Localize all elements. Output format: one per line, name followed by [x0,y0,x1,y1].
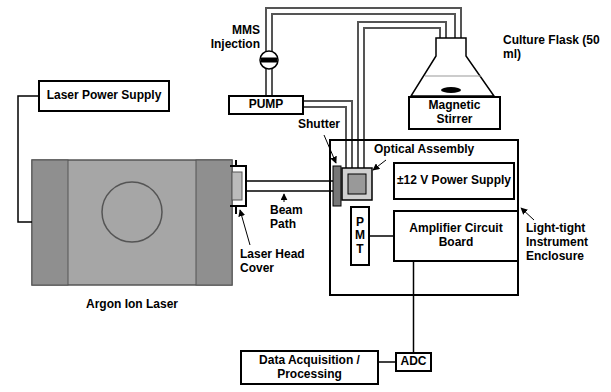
culture-flask [411,38,494,96]
amplifier-box: Amplifier Circuit Board [393,210,519,262]
node-label: Laser Power Supply [47,89,162,103]
connector-line [379,361,395,363]
part-label: MMS Injection [196,24,260,52]
node-label: Data Acquisition / Processing [242,354,377,382]
power-supply-box: Laser Power Supply [38,80,170,112]
node-label: Argon Ion Laser [86,298,178,312]
pump-box: PUMP [228,95,304,115]
node-label: ±12 V Power Supply [397,174,511,188]
node-label: PMT [354,216,366,256]
node-label: PUMP [249,98,284,112]
shutter [333,166,341,206]
connector-line [370,235,393,237]
part-label: Culture Flask (50 ml) [503,34,603,62]
connector-line [18,96,38,222]
argon-laser-body [32,160,242,285]
daq-box: Data Acquisition / Processing [240,350,379,385]
injection-valve [260,51,278,69]
laser-head-cover [230,160,246,214]
beam-path [246,181,333,191]
node-label: ADC [401,355,427,369]
connector-line [413,262,415,352]
part-label: Laser Head Cover [240,248,320,276]
part-label: Light-tight Instrument Enclosure [526,222,608,263]
node-label: Magnetic Stirrer [410,99,499,127]
stirrer-box: Magnetic Stirrer [408,96,501,130]
part-label: Shutter [294,118,344,132]
optical-assembly [342,168,372,200]
adc-box: ADC [395,352,432,372]
light-tight-enclosure [330,140,518,295]
part-label: Beam Path [270,204,318,232]
laser-node: Argon Ion Laser [32,160,232,315]
power-supply-box: ±12 V Power Supply [393,162,515,200]
part-label: Optical Assembly [374,143,492,157]
node-label: Amplifier Circuit Board [395,222,517,250]
pmt-box: PMT [350,206,370,266]
